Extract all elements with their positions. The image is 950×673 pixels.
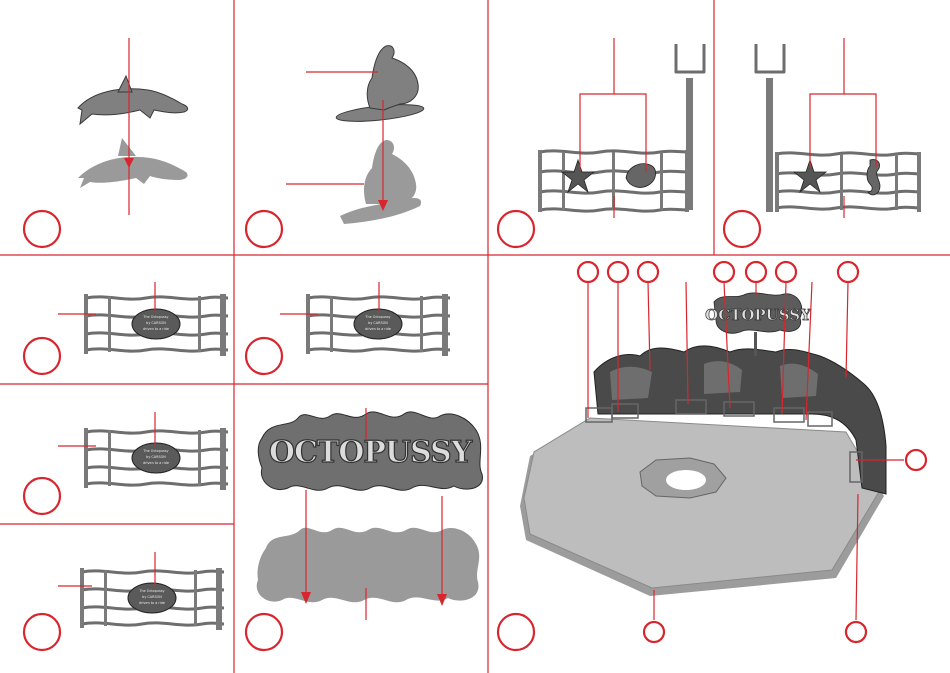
shield-line-3: driven to a ride (139, 601, 165, 605)
panel-surfer (246, 46, 424, 247)
center-hole (666, 470, 706, 490)
panel-shield-fence-5: The Octopussy by CARSON driven to a ride (24, 282, 228, 374)
callout-marker (644, 622, 664, 642)
step-marker-10 (498, 614, 534, 650)
callout-marker (838, 262, 858, 282)
seahorse-icon (867, 160, 880, 195)
step-marker-7 (24, 478, 60, 514)
callout-marker (578, 262, 598, 282)
mini-sign-title: OCTOPUSSY (705, 306, 811, 324)
panel-dolphin (24, 38, 188, 247)
surfer-silhouette (340, 140, 421, 224)
lamp-post (676, 44, 704, 210)
step-marker-3 (498, 211, 534, 247)
sign-silhouette (257, 528, 480, 603)
starfish-icon (562, 160, 594, 192)
callout-marker (638, 262, 658, 282)
step-marker-1 (24, 211, 60, 247)
shield-line-1: The Octopussy (142, 315, 168, 319)
shield-line-3: driven to a ride (365, 327, 391, 331)
panel-shield-fence-7: The Octopussy by CARSON driven to a ride (24, 412, 228, 514)
panel-fence-seahorse (724, 38, 921, 247)
surfer-figure (367, 46, 418, 110)
callout-marker (608, 262, 628, 282)
callout-marker (714, 262, 734, 282)
panel-shield-fence-8: The Octopussy by CARSON driven to a ride (24, 552, 224, 650)
panel-final-assembly: OCTOPUSSY (498, 262, 926, 650)
mini-sign-pole (754, 332, 757, 356)
shield-line-2: by CARSON (146, 455, 166, 459)
step-marker-6 (246, 338, 282, 374)
step-marker-4 (724, 211, 760, 247)
step-marker-9 (246, 614, 282, 650)
shield-line-2: by CARSON (146, 321, 166, 325)
shield-line-3: driven to a ride (143, 327, 169, 331)
step-marker-2 (246, 211, 282, 247)
panel-shield-fence-6: The Octopussy by CARSON driven to a ride (246, 282, 450, 374)
shield-line-1: The Octopussy (364, 315, 390, 319)
shield-line-1: The Octopussy (138, 589, 164, 593)
shield-line-2: by CARSON (142, 595, 162, 599)
callout-marker (846, 622, 866, 642)
sign-title: OCTOPUSSY (269, 435, 473, 470)
lamp-post (756, 44, 784, 212)
step-marker-8 (24, 614, 60, 650)
panel-octopussy-sign: OCTOPUSSY (246, 408, 482, 650)
shell-icon (626, 164, 656, 188)
dolphin-silhouette (78, 138, 188, 188)
shield-line-2: by CARSON (368, 321, 388, 325)
fence-panel (775, 152, 921, 212)
callout-marker (776, 262, 796, 282)
callout-marker (906, 450, 926, 470)
dolphin-fin (118, 76, 132, 92)
panel-fence-starfish-left (498, 38, 704, 247)
callout-marker (746, 262, 766, 282)
shield-line-1: The Octopussy (142, 449, 168, 453)
shield-line-3: driven to a ride (143, 461, 169, 465)
step-marker-5 (24, 338, 60, 374)
dolphin-figure (78, 89, 188, 124)
